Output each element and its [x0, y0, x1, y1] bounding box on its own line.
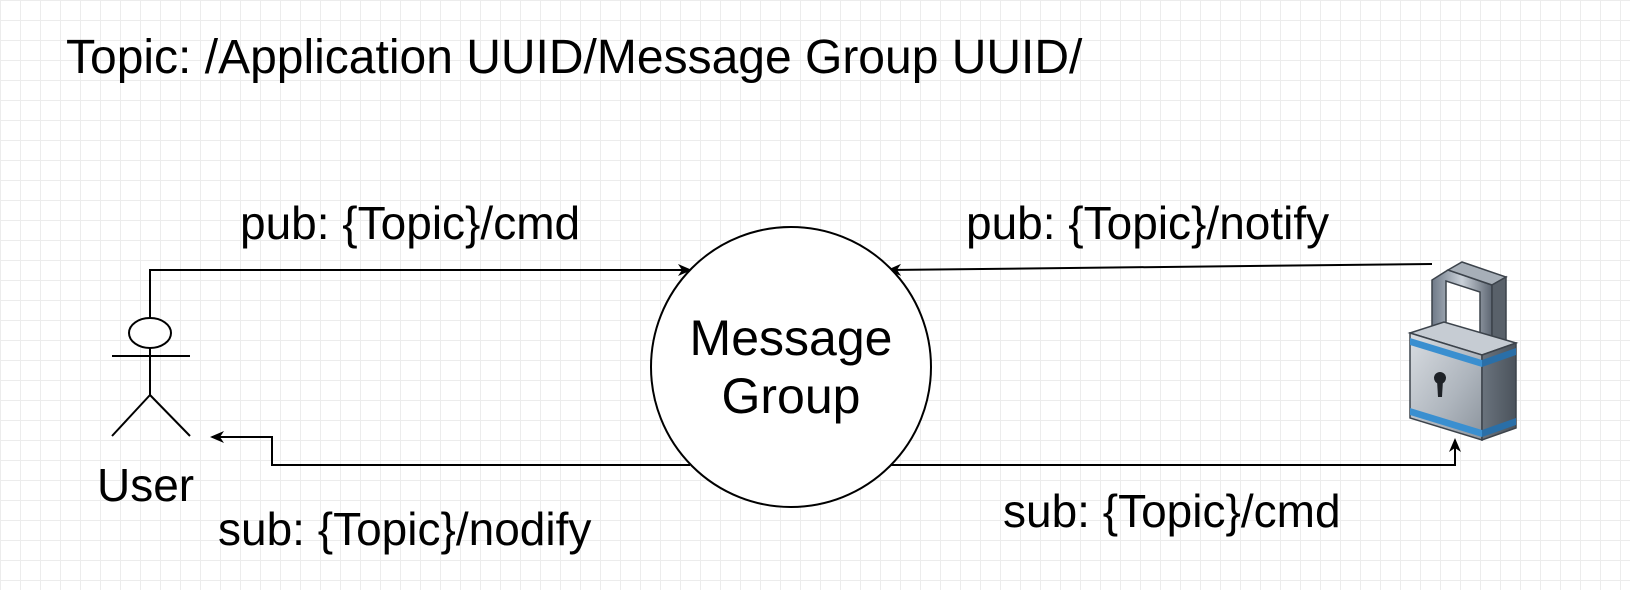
edge-label-user-sub: sub: {Topic}/nodify: [218, 503, 592, 555]
edge-user-to-group: [149, 264, 692, 318]
padlock-icon: [1407, 261, 1519, 442]
edge-label-lock-sub: sub: {Topic}/cmd: [1003, 485, 1341, 537]
message-group-label-line1: Message: [689, 310, 893, 366]
edge-label-user-pub: pub: {Topic}/cmd: [240, 197, 581, 249]
edge-label-lock-pub: pub: {Topic}/notify: [966, 197, 1330, 249]
actor-icon: [111, 317, 191, 437]
message-group-label-line2: Group: [721, 368, 861, 424]
message-group-node: [650, 226, 932, 508]
user-label: User: [97, 459, 195, 511]
edge-group-to-lock: [889, 438, 1461, 466]
message-group-label: Message Group: [661, 309, 921, 425]
edge-lock-to-group: [887, 263, 1433, 276]
edge-group-to-user: [210, 431, 690, 466]
diagram-title: Topic: /Application UUID/Message Group U…: [66, 31, 1083, 84]
